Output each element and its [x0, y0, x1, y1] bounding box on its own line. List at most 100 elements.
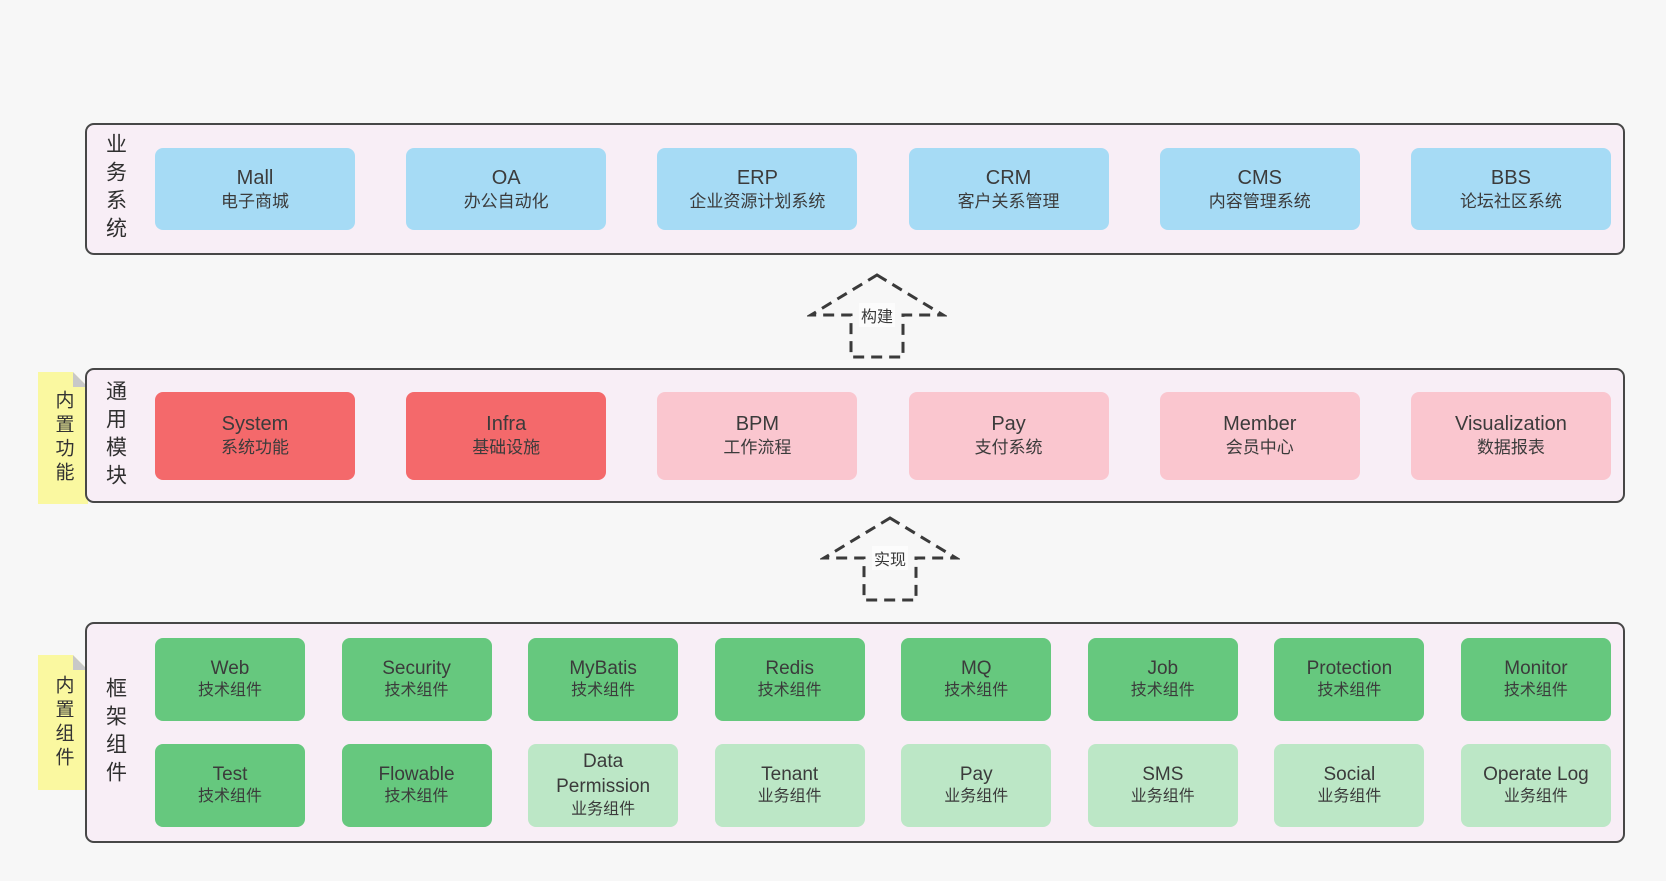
node-sub: 技术组件 — [197, 788, 262, 806]
node-system: System 系统功能 — [155, 391, 355, 480]
arrow-implement-label: 实现 — [871, 546, 909, 570]
node-name: MQ — [960, 657, 992, 679]
framework-components-rows: Web 技术组件 Security 技术组件 MyBatis 技术组件 Redi… — [142, 624, 1623, 841]
node-visualization: Visualization 数据报表 — [1410, 391, 1611, 480]
node-sub: 企业资源计划系统 — [689, 191, 826, 211]
node-name: Security — [382, 657, 451, 679]
node-name: Test — [212, 763, 248, 785]
node-member: Member 会员中心 — [1159, 391, 1360, 480]
node-name: CRM — [985, 166, 1032, 189]
node-name: System — [221, 413, 289, 436]
sticky-built-in-components: 内置组件 — [38, 655, 88, 790]
node-name: Member — [1223, 413, 1297, 436]
node-infra: Infra 基础设施 — [406, 391, 607, 480]
node-sub: 基础设施 — [472, 438, 541, 458]
node-name: MyBatis — [569, 657, 637, 679]
arrow-build: 构建 — [807, 272, 947, 360]
node-name: Flowable — [378, 763, 455, 785]
node-name: BBS — [1490, 166, 1531, 189]
arrow-implement: 实现 — [820, 515, 960, 603]
node-sub: 技术组件 — [1130, 682, 1195, 700]
node-mall: Mall 电子商城 — [155, 148, 355, 230]
business-systems-side-label: 业务系统 — [103, 133, 127, 245]
node-sub: 系统功能 — [221, 438, 289, 458]
node-name: CMS — [1237, 166, 1282, 189]
node-name: Monitor — [1504, 657, 1568, 679]
node-name: Data Permission — [556, 751, 651, 798]
node-security: Security 技术组件 — [341, 638, 492, 721]
node-name: SMS — [1142, 763, 1184, 785]
node-sub: 业务组件 — [1317, 788, 1382, 806]
sticky-built-in-features: 内置功能 — [38, 372, 88, 504]
node-test: Test 技术组件 — [155, 744, 305, 827]
framework-row-2: Test 技术组件 Flowable 技术组件 Data Permission … — [155, 744, 1611, 827]
node-bpm: BPM 工作流程 — [657, 391, 858, 480]
node-sub: 业务组件 — [1130, 788, 1195, 806]
node-sub: 数据报表 — [1476, 438, 1545, 458]
node-sub: 技术组件 — [1503, 682, 1568, 700]
node-sub: 客户关系管理 — [957, 191, 1060, 211]
node-name: Protection — [1306, 657, 1393, 679]
node-sub: 电子商城 — [221, 191, 289, 211]
node-sub: 技术组件 — [757, 682, 822, 700]
node-sub: 技术组件 — [571, 682, 636, 700]
node-operate-log: Operate Log 业务组件 — [1460, 744, 1611, 827]
node-sub: 支付系统 — [974, 438, 1043, 458]
node-sub: 业务组件 — [1503, 788, 1568, 806]
node-sub: 办公自动化 — [463, 191, 549, 211]
node-sub: 内容管理系统 — [1208, 191, 1311, 211]
node-name: Visualization — [1454, 413, 1567, 436]
node-sub: 业务组件 — [757, 788, 822, 806]
business-systems-boxes: Mall 电子商城 OA 办公自动化 ERP 企业资源计划系统 CRM 客户关系… — [142, 125, 1623, 253]
node-pay-system: Pay 支付系统 — [908, 391, 1109, 480]
node-tenant: Tenant 业务组件 — [714, 744, 865, 827]
common-modules-side-col: 通用模块 — [87, 370, 142, 501]
node-name: Operate Log — [1483, 763, 1589, 785]
node-sub: 工作流程 — [723, 438, 792, 458]
node-sub: 业务组件 — [944, 788, 1009, 806]
common-modules-panel: 通用模块 System 系统功能 Infra 基础设施 BPM 工作流程 Pay… — [85, 368, 1625, 503]
node-mq: MQ 技术组件 — [901, 638, 1052, 721]
node-name: Pay — [991, 413, 1026, 436]
framework-row-1: Web 技术组件 Security 技术组件 MyBatis 技术组件 Redi… — [155, 638, 1611, 721]
node-sub: 技术组件 — [197, 682, 262, 700]
business-systems-side-col: 业务系统 — [87, 125, 142, 253]
node-name: Redis — [765, 657, 814, 679]
node-sms: SMS 业务组件 — [1087, 744, 1238, 827]
node-name: Infra — [486, 413, 527, 436]
sticky-built-in-components-label: 内置组件 — [52, 674, 74, 771]
node-sub: 会员中心 — [1225, 438, 1294, 458]
node-name: Tenant — [761, 763, 819, 785]
node-sub: 业务组件 — [571, 800, 636, 818]
node-flowable: Flowable 技术组件 — [341, 744, 492, 827]
node-erp: ERP 企业资源计划系统 — [657, 148, 858, 230]
node-protection: Protection 技术组件 — [1274, 638, 1425, 721]
node-name: Job — [1147, 657, 1179, 679]
node-crm: CRM 客户关系管理 — [908, 148, 1109, 230]
node-sub: 技术组件 — [384, 788, 449, 806]
common-modules-boxes: System 系统功能 Infra 基础设施 BPM 工作流程 Pay 支付系统… — [142, 370, 1623, 501]
common-modules-side-label: 通用模块 — [103, 379, 127, 492]
node-web: Web 技术组件 — [155, 638, 305, 721]
node-bbs: BBS 论坛社区系统 — [1410, 148, 1611, 230]
framework-components-side-label: 框架组件 — [103, 676, 127, 789]
node-job: Job 技术组件 — [1087, 638, 1238, 721]
node-name: Social — [1323, 763, 1376, 785]
framework-components-panel: 框架组件 Web 技术组件 Security 技术组件 MyBatis 技术组件… — [85, 622, 1625, 843]
node-monitor: Monitor 技术组件 — [1460, 638, 1611, 721]
node-cms: CMS 内容管理系统 — [1159, 148, 1360, 230]
framework-components-side-col: 框架组件 — [87, 624, 142, 841]
node-name: ERP — [736, 166, 778, 189]
node-data-permission: Data Permission 业务组件 — [528, 744, 679, 827]
sticky-built-in-features-label: 内置功能 — [52, 390, 74, 486]
node-sub: 技术组件 — [384, 682, 449, 700]
node-redis: Redis 技术组件 — [714, 638, 865, 721]
node-name: OA — [491, 166, 521, 189]
node-sub: 技术组件 — [944, 682, 1009, 700]
node-sub: 技术组件 — [1317, 682, 1382, 700]
node-name: Web — [210, 657, 250, 679]
node-name: BPM — [735, 413, 780, 436]
node-name: Pay — [959, 763, 993, 785]
node-mybatis: MyBatis 技术组件 — [528, 638, 679, 721]
arrow-build-label: 构建 — [858, 303, 896, 327]
